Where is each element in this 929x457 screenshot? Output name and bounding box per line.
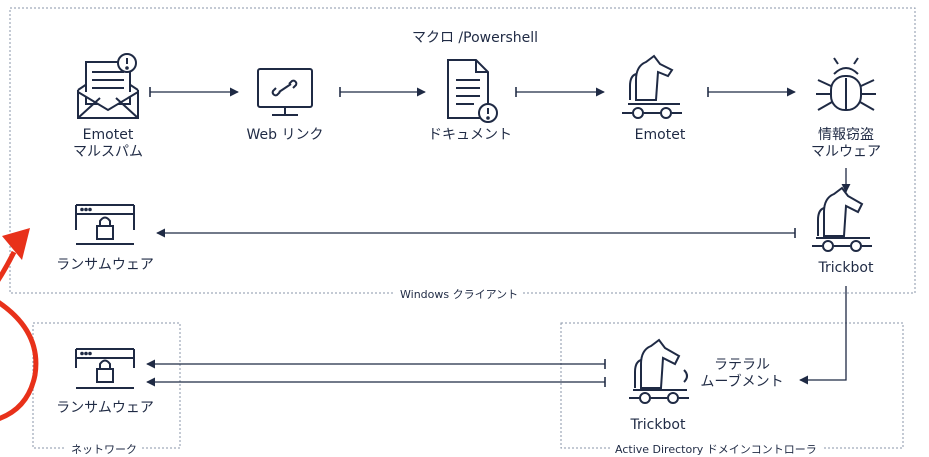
document-label: ドキュメント [428, 127, 512, 143]
arrow-trickbot-to-dc [799, 286, 847, 385]
ransomware-network-label: ランサムウェア [56, 400, 154, 416]
monitor-link-icon [257, 68, 313, 116]
highlight-arc-top [0, 250, 17, 282]
windows-client-region [9, 7, 916, 294]
emotet-spam-label: Emotet マルスパム [60, 127, 156, 161]
mail-icon [77, 53, 139, 119]
trojan-horse-icon [629, 338, 689, 404]
trickbot-dc-label: Trickbot [630, 417, 686, 433]
lock-window-icon [75, 348, 135, 389]
trojan-horse-icon [622, 54, 682, 119]
info-stealer-line2: マルウェア [811, 144, 881, 160]
lateral-line2: ムーブメント [700, 374, 784, 390]
lock-window-icon [75, 204, 135, 245]
bug-icon [816, 57, 876, 111]
document-icon [447, 59, 498, 123]
emotet-label: Emotet [634, 127, 686, 143]
network-region-label: ネットワーク [66, 441, 142, 457]
macro-label: マクロ /Powershell [411, 30, 539, 46]
trickbot-client-label: Trickbot [818, 260, 874, 276]
ad-dc-region-label: Active Directory ドメインコントローラ [610, 441, 822, 457]
ransomware-client-label: ランサムウェア [56, 257, 154, 273]
windows-client-region-label: Windows クライアント [395, 286, 524, 302]
info-stealer-label: 情報窃盗 マルウェア [800, 127, 892, 161]
lateral-label: ラテラル ムーブメント [692, 357, 792, 391]
highlight-arc [0, 300, 39, 421]
info-stealer-line1: 情報窃盗 [818, 127, 874, 143]
highlight-arrow [2, 228, 30, 260]
emotet-spam-line2: マルスパム [73, 144, 143, 160]
network-region [32, 322, 181, 449]
emotet-spam-line1: Emotet [82, 127, 134, 143]
trojan-horse-icon [812, 186, 872, 252]
lateral-line1: ラテラル [714, 357, 770, 373]
web-link-label: Web リンク [246, 127, 324, 143]
